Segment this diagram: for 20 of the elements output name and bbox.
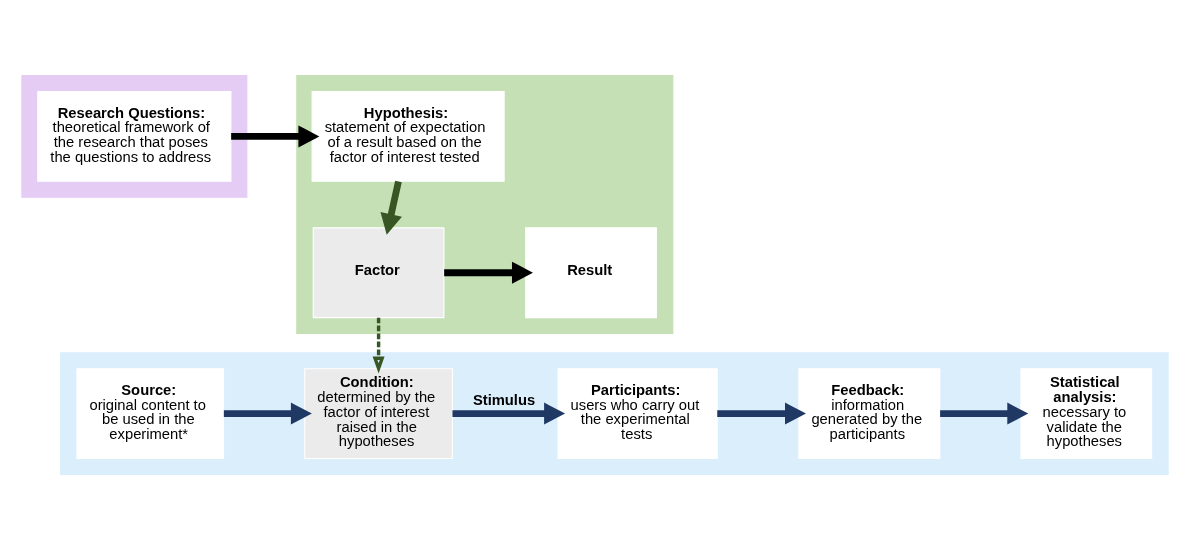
arrow bbox=[444, 261, 533, 284]
node-box: Feedback: information generated by the participants bbox=[798, 367, 941, 459]
arrow bbox=[940, 402, 1029, 425]
arrow bbox=[452, 402, 566, 425]
edge-label: Stimulus bbox=[472, 391, 536, 408]
node-box: Source: original content to be used in the experiment* bbox=[76, 367, 225, 459]
node-box: Result bbox=[525, 226, 657, 318]
node-box: Research Questions: theoretical framework of the research that poses the questions to address bbox=[37, 90, 232, 182]
node-box: Condition: determined by the factor of interest raised in the hypotheses bbox=[304, 367, 453, 459]
arrow bbox=[372, 317, 385, 374]
arrow bbox=[231, 124, 320, 147]
node-box: Statistical analysis: necessary to validate the hypotheses bbox=[1020, 367, 1153, 459]
node-box: Factor bbox=[312, 226, 445, 318]
cluster bbox=[21, 74, 248, 198]
arrow bbox=[380, 180, 402, 235]
arrow bbox=[223, 402, 312, 425]
node-box: Hypothesis: statement of expectation of a result based on the factor of interest tested bbox=[311, 90, 505, 182]
cluster bbox=[59, 351, 1169, 475]
node-box: Participants: users who carry out the experimental tests bbox=[557, 367, 718, 459]
arrow bbox=[717, 402, 806, 425]
